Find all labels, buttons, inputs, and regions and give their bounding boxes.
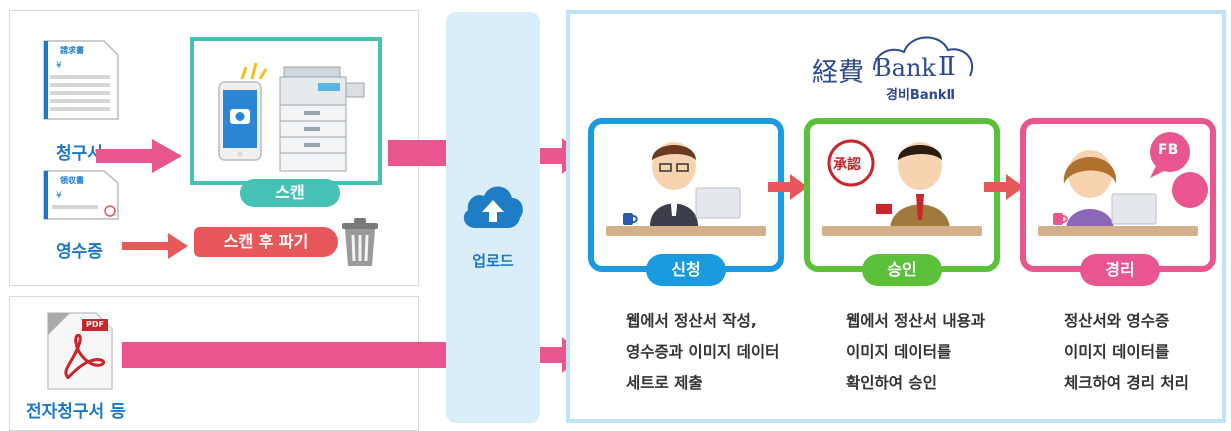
step-card-approve: 承認 (804, 118, 1000, 272)
step-desc-apply: 웹에서 정산서 작성, 영수증과 이미지 데이터 세트로 제출 (626, 306, 779, 399)
step-pill-apply: 신청 (646, 254, 726, 286)
copier-scanner-icon (279, 66, 365, 172)
desc-line: 확인하여 승인 (846, 374, 937, 392)
scan-box (190, 37, 382, 185)
receipt-yen-mark: ¥ (56, 191, 62, 201)
pdf-file-icon: PDF (46, 311, 114, 391)
upload-column: 업로드 (446, 12, 540, 423)
desk (606, 226, 766, 236)
receipt-document-icon: 領収書 ¥ (42, 169, 122, 221)
desc-line: 정산서와 영수증 (1064, 312, 1170, 330)
approver-person-icon (876, 142, 950, 230)
desc-line: 영수증과 이미지 데이터 (626, 343, 780, 361)
desk (822, 226, 982, 236)
bubble-text: FB (1158, 142, 1179, 158)
yen-mark: ¥ (56, 61, 62, 71)
logo-latin: Bank (874, 54, 936, 82)
desc-line: 웹에서 정산서 작성, (626, 312, 757, 330)
arrow-receipt-to-discard (122, 233, 188, 259)
arrow-invoice-to-scan (96, 139, 182, 173)
receipt-label: 영수증 (56, 242, 103, 262)
scan-label-pill: 스캔 (240, 179, 340, 207)
arrow-approve-to-accounting (984, 174, 1024, 200)
applicant-person-icon (650, 142, 741, 226)
arrow-scan-to-upload (388, 140, 448, 166)
arrow-pdf-to-upload (122, 342, 448, 368)
product-logo: 経費 Bank Ⅱ 경비BankⅡ (812, 30, 982, 103)
logo-numeral: Ⅱ (938, 52, 956, 82)
desc-line: 체크하여 경리 처리 (1064, 374, 1189, 392)
mug-icon (1053, 213, 1068, 225)
step-card-apply (588, 118, 784, 272)
logo-cloud-outline-icon (873, 36, 973, 77)
logo-subtitle: 경비BankⅡ (886, 88, 956, 103)
cloud-upload-icon (463, 186, 523, 228)
accountant-person-icon (1063, 150, 1157, 230)
flash-icon (240, 62, 268, 80)
smartphone-camera-icon (218, 81, 262, 161)
stamp-icon (827, 139, 875, 187)
step-desc-approve: 웹에서 정산서 내용과 이미지 데이터를 확인하여 승인 (846, 306, 985, 399)
desc-line: 이미지 데이터를 (1064, 343, 1170, 361)
receipt-doc-title: 領収書 (60, 176, 84, 185)
pdf-label: PDF (86, 320, 104, 329)
upload-label: 업로드 (472, 252, 514, 270)
desc-line: 세트로 제출 (626, 374, 703, 392)
invoice-doc-title: 請求書 (60, 46, 84, 55)
step-pill-approve: 승인 (862, 254, 942, 286)
trash-can-icon (342, 218, 378, 266)
speech-bubble-icon (1150, 132, 1208, 208)
e-invoice-label: 전자청구서 등 (26, 402, 126, 422)
logo-kanji: 経費 (812, 58, 865, 88)
step-pill-accounting: 경리 (1080, 254, 1160, 286)
stamp-text: 承認 (833, 157, 861, 173)
mug-icon (623, 213, 638, 225)
paper-input-panel: 請求書 ¥ 청구서 領収書 ¥ 영수증 (9, 10, 419, 286)
desk (1038, 226, 1198, 236)
discard-after-scan-pill: 스캔 후 파기 (194, 227, 338, 257)
desc-line: 웹에서 정산서 내용과 (846, 312, 986, 330)
invoice-label: 청구서 (56, 144, 103, 164)
step-card-accounting: FB (1020, 118, 1216, 272)
desc-line: 이미지 데이터를 (846, 343, 952, 361)
arrow-apply-to-approve (768, 174, 808, 200)
invoice-document-icon: 請求書 ¥ (42, 39, 122, 121)
step-desc-accounting: 정산서와 영수증 이미지 데이터를 체크하여 경리 처리 (1064, 306, 1189, 399)
